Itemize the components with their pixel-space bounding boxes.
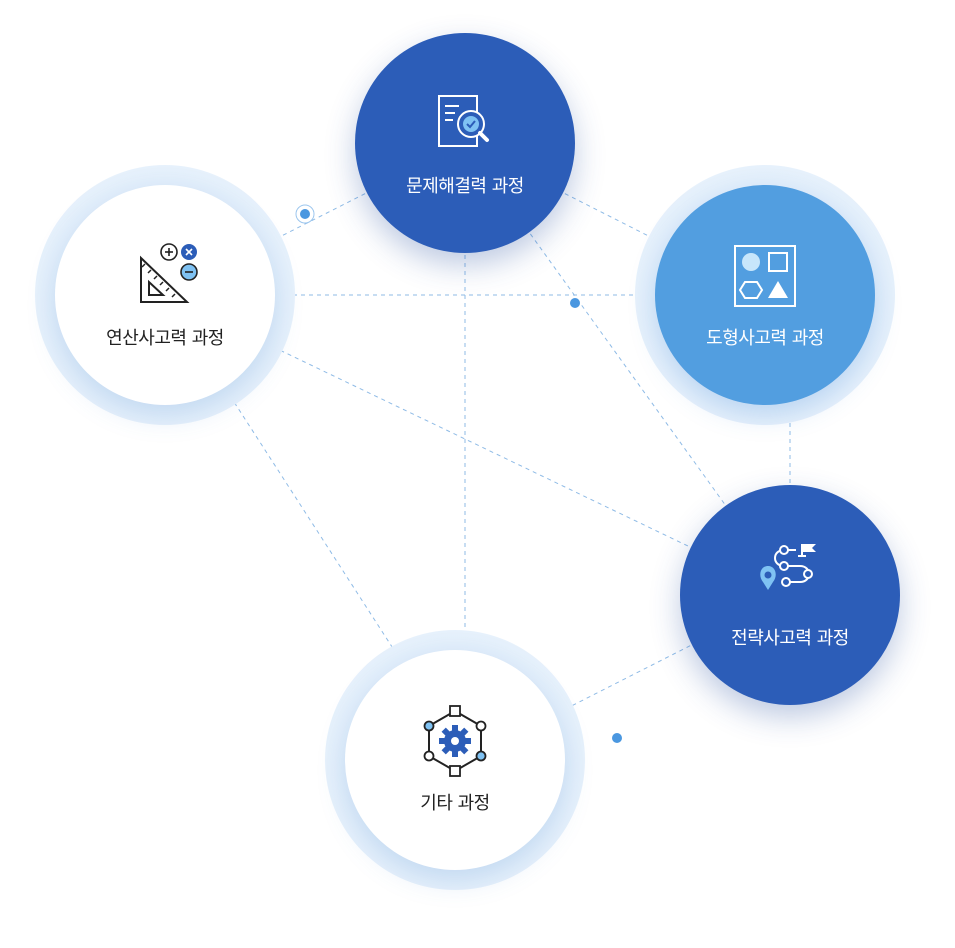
gear-hexagon-icon — [423, 705, 487, 777]
node-arithmetic[interactable]: 연산사고력 과정 — [55, 185, 275, 405]
node-label: 도형사고력 과정 — [706, 328, 824, 349]
node-others[interactable]: 기타 과정 — [345, 650, 565, 870]
connector-dot — [612, 733, 622, 743]
node-geometry[interactable]: 도형사고력 과정 — [655, 185, 875, 405]
node-label: 연산사고력 과정 — [106, 328, 224, 349]
ruler-math-icon — [140, 243, 198, 303]
connector-dot — [300, 209, 310, 219]
connector-dot — [570, 298, 580, 308]
route-flag-icon — [760, 544, 816, 590]
node-label: 기타 과정 — [420, 793, 490, 814]
document-magnifier-icon — [438, 95, 489, 147]
node-strategy[interactable]: 전략사고력 과정 — [680, 485, 900, 705]
connector-dot-ring — [295, 204, 315, 224]
node-label: 문제해결력 과정 — [406, 176, 524, 197]
node-label: 전략사고력 과정 — [731, 628, 849, 649]
shapes-icon — [734, 245, 796, 307]
node-problem-solving[interactable]: 문제해결력 과정 — [355, 33, 575, 253]
